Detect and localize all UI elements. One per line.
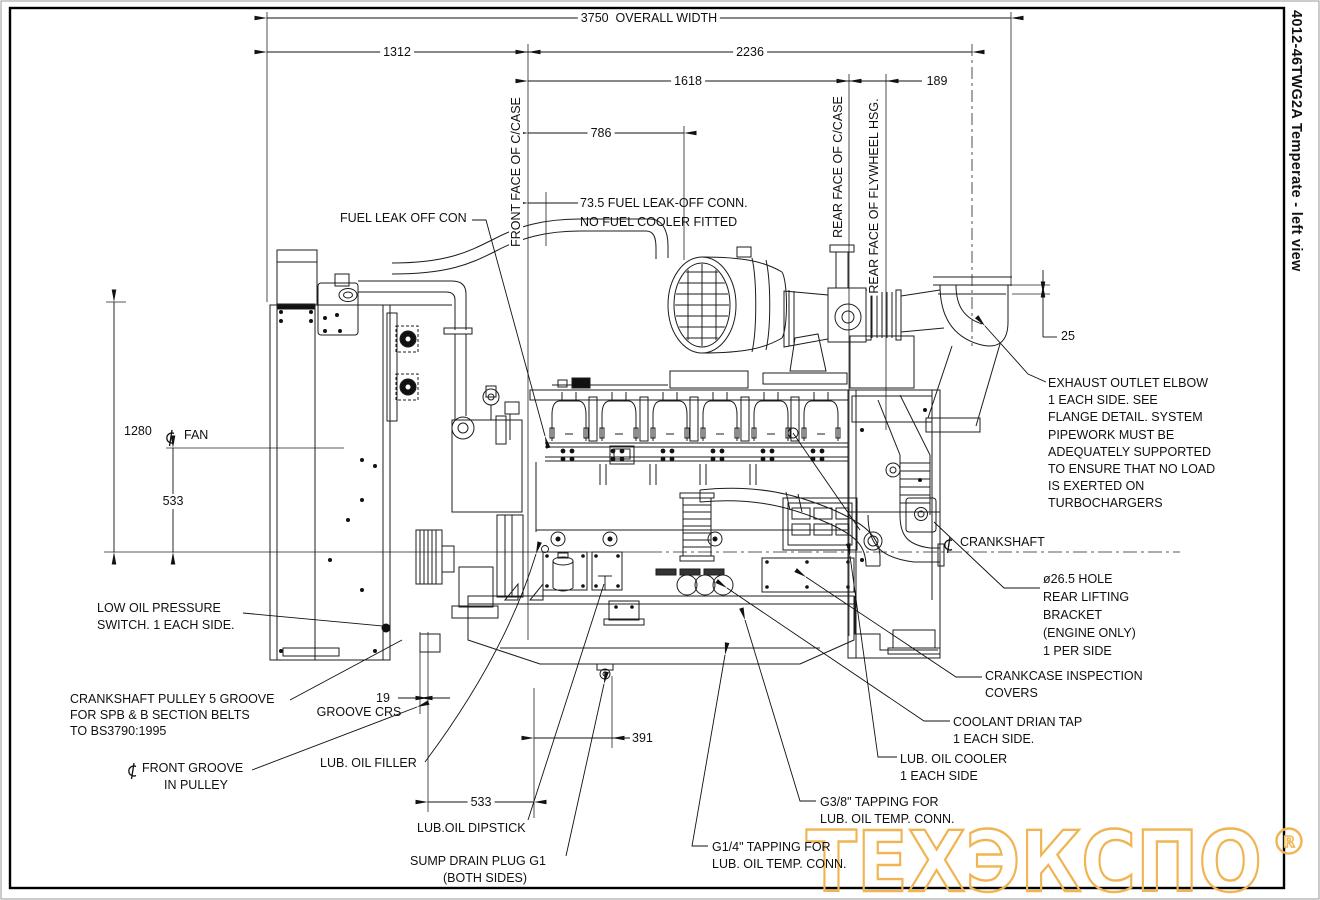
exhaust-note: EXHAUST OUTLET ELBOW 1 EACH SIDE. SEE FL… <box>1048 375 1215 513</box>
registered-mark-icon <box>1275 827 1303 855</box>
front-face-ccase-label: FRONT FACE OF C/CASE <box>509 95 523 249</box>
exhaust-note-line: IS EXERTED ON <box>1048 479 1145 494</box>
oil-cooler-label: LUB. OIL COOLER <box>900 752 1008 766</box>
sump-drain-label: SUMP DRAIN PLUG G1 <box>410 854 546 868</box>
rear-lifting-line: ø26.5 HOLE <box>1043 572 1113 586</box>
dim-1312: 1312 <box>380 45 414 60</box>
watermark-r: R <box>1283 833 1295 851</box>
crankcase-covers-label-2: COVERS <box>985 686 1038 700</box>
g14-tapping-label: G1/4" TAPPING FOR <box>712 840 831 854</box>
low-oil-label-2: SWITCH. 1 EACH SIDE. <box>97 618 235 632</box>
fuel-leak-offset-note-2: NO FUEL COOLER FITTED <box>580 215 738 229</box>
g38-tapping-label-2: LUB. OIL TEMP. CONN. <box>820 812 955 826</box>
dim-overall-width: 3750 OVERALL WIDTH <box>577 11 721 26</box>
g14-tapping-label-2: LUB. OIL TEMP. CONN. <box>712 857 847 871</box>
g38-tapping-label: G3/8" TAPPING FOR <box>820 795 939 809</box>
rear-face-flywheel-label: REAR FACE OF FLYWHEEL HSG. <box>867 96 881 296</box>
rear-lifting-line: 1 PER SIDE <box>1043 644 1112 658</box>
oil-filler-label: LUB. OIL FILLER <box>320 756 417 770</box>
oil-cooler-label-2: 1 EACH SIDE <box>900 769 978 783</box>
low-oil-label: LOW OIL PRESSURE <box>97 601 221 615</box>
rear-lifting-line: REAR LIFTING <box>1043 590 1130 604</box>
dim-25: 25 <box>1061 329 1075 343</box>
rear-face-ccase-label: REAR FACE OF C/CASE <box>831 94 845 240</box>
rear-lifting-line: (ENGINE ONLY) <box>1043 626 1136 640</box>
coolant-tap-label-2: 1 EACH SIDE. <box>953 732 1035 746</box>
exhaust-note-line: ADEQUATELY SUPPORTED <box>1048 444 1212 459</box>
coolant-tap-label: COOLANT DRIAN TAP <box>953 715 1083 729</box>
centerline-icon <box>944 536 953 554</box>
groove-crs-label: GROOVE CRS <box>316 705 402 719</box>
dim-19: 19 <box>376 691 390 705</box>
front-groove-label: FRONT GROOVE <box>142 761 244 775</box>
dim-189: 189 <box>923 74 951 89</box>
crank-pulley-note-3: TO BS3790:1995 <box>70 724 167 738</box>
crank-pulley-note: CRANKSHAFT PULLEY 5 GROOVE <box>70 692 275 706</box>
dim-786: 786 <box>587 126 615 141</box>
dipstick-label: LUB.OIL DIPSTICK <box>417 821 526 835</box>
dim-391: 391 <box>632 731 653 745</box>
dim-1618: 1618 <box>671 74 705 89</box>
centerline-icon <box>166 429 175 447</box>
sump-drain-label-2: (BOTH SIDES) <box>443 871 528 885</box>
rear-lifting-line: BRACKET <box>1043 608 1103 622</box>
dim-2236: 2236 <box>733 45 767 60</box>
watermark: ТЕХЭКСПО R <box>805 812 1303 900</box>
exhaust-note-line: PIPEWORK MUST BE <box>1048 427 1175 442</box>
front-groove-label-2: IN PULLEY <box>164 778 228 792</box>
crank-pulley-note-2: FOR SPB & B SECTION BELTS <box>70 708 250 722</box>
drawing-title: 4012-46TWG2A Temperate - left view <box>1288 10 1304 272</box>
fuel-leak-off-label: FUEL LEAK OFF CON <box>340 211 467 225</box>
crankcase-covers-label: CRANKCASE INSPECTION <box>985 669 1143 683</box>
fan-centerline-label: FAN <box>184 428 209 442</box>
watermark-text: ТЕХЭКСПО <box>806 813 1262 900</box>
exhaust-note-line: FLANGE DETAIL. SYSTEM <box>1048 410 1203 425</box>
exhaust-note-line: TURBOCHARGERS <box>1048 496 1163 511</box>
exhaust-note-line: TO ENSURE THAT NO LOAD <box>1048 462 1216 477</box>
centerline-icon <box>128 762 137 780</box>
dim-1280: 1280 <box>124 424 152 438</box>
exhaust-note-line: 1 EACH SIDE. SEE <box>1048 393 1158 408</box>
exhaust-note-line: EXHAUST OUTLET ELBOW <box>1048 376 1208 390</box>
crankshaft-centerline-label: CRANKSHAFT <box>960 535 1045 549</box>
rear-lifting-note: ø26.5 HOLE REAR LIFTING BRACKET (ENGINE … <box>1043 570 1136 660</box>
fuel-leak-offset-note: 73.5 FUEL LEAK-OFF CONN. <box>580 196 748 210</box>
dim-533-left: 533 <box>159 494 187 509</box>
dim-533-bottom: 533 <box>467 795 495 810</box>
